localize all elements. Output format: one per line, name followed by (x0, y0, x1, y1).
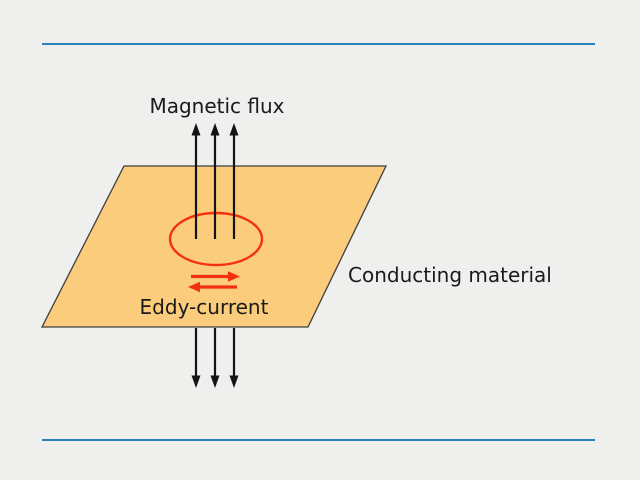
eddy-current-direction-arrows (188, 271, 240, 293)
magnetic-flux-label: Magnetic flux (149, 94, 284, 118)
eddy-arrow-left-head-icon (188, 281, 200, 293)
flux-arrow-up-head-icon (191, 123, 201, 136)
flux-arrow-up-head-icon (210, 123, 220, 136)
flux-arrow-down-head-icon (191, 375, 201, 388)
magnetic-flux-arrows-up (191, 123, 239, 239)
eddy-current-label: Eddy-current (140, 295, 269, 319)
flux-arrow-down-head-icon (229, 375, 239, 388)
eddy-arrow-right-head-icon (228, 271, 240, 282)
flux-arrow-up-head-icon (229, 123, 239, 136)
conducting-material-label: Conducting material (348, 263, 552, 287)
magnetic-flux-arrows-down (191, 328, 239, 388)
flux-arrow-down-head-icon (210, 375, 220, 388)
conducting-material-shape (40, 165, 388, 328)
